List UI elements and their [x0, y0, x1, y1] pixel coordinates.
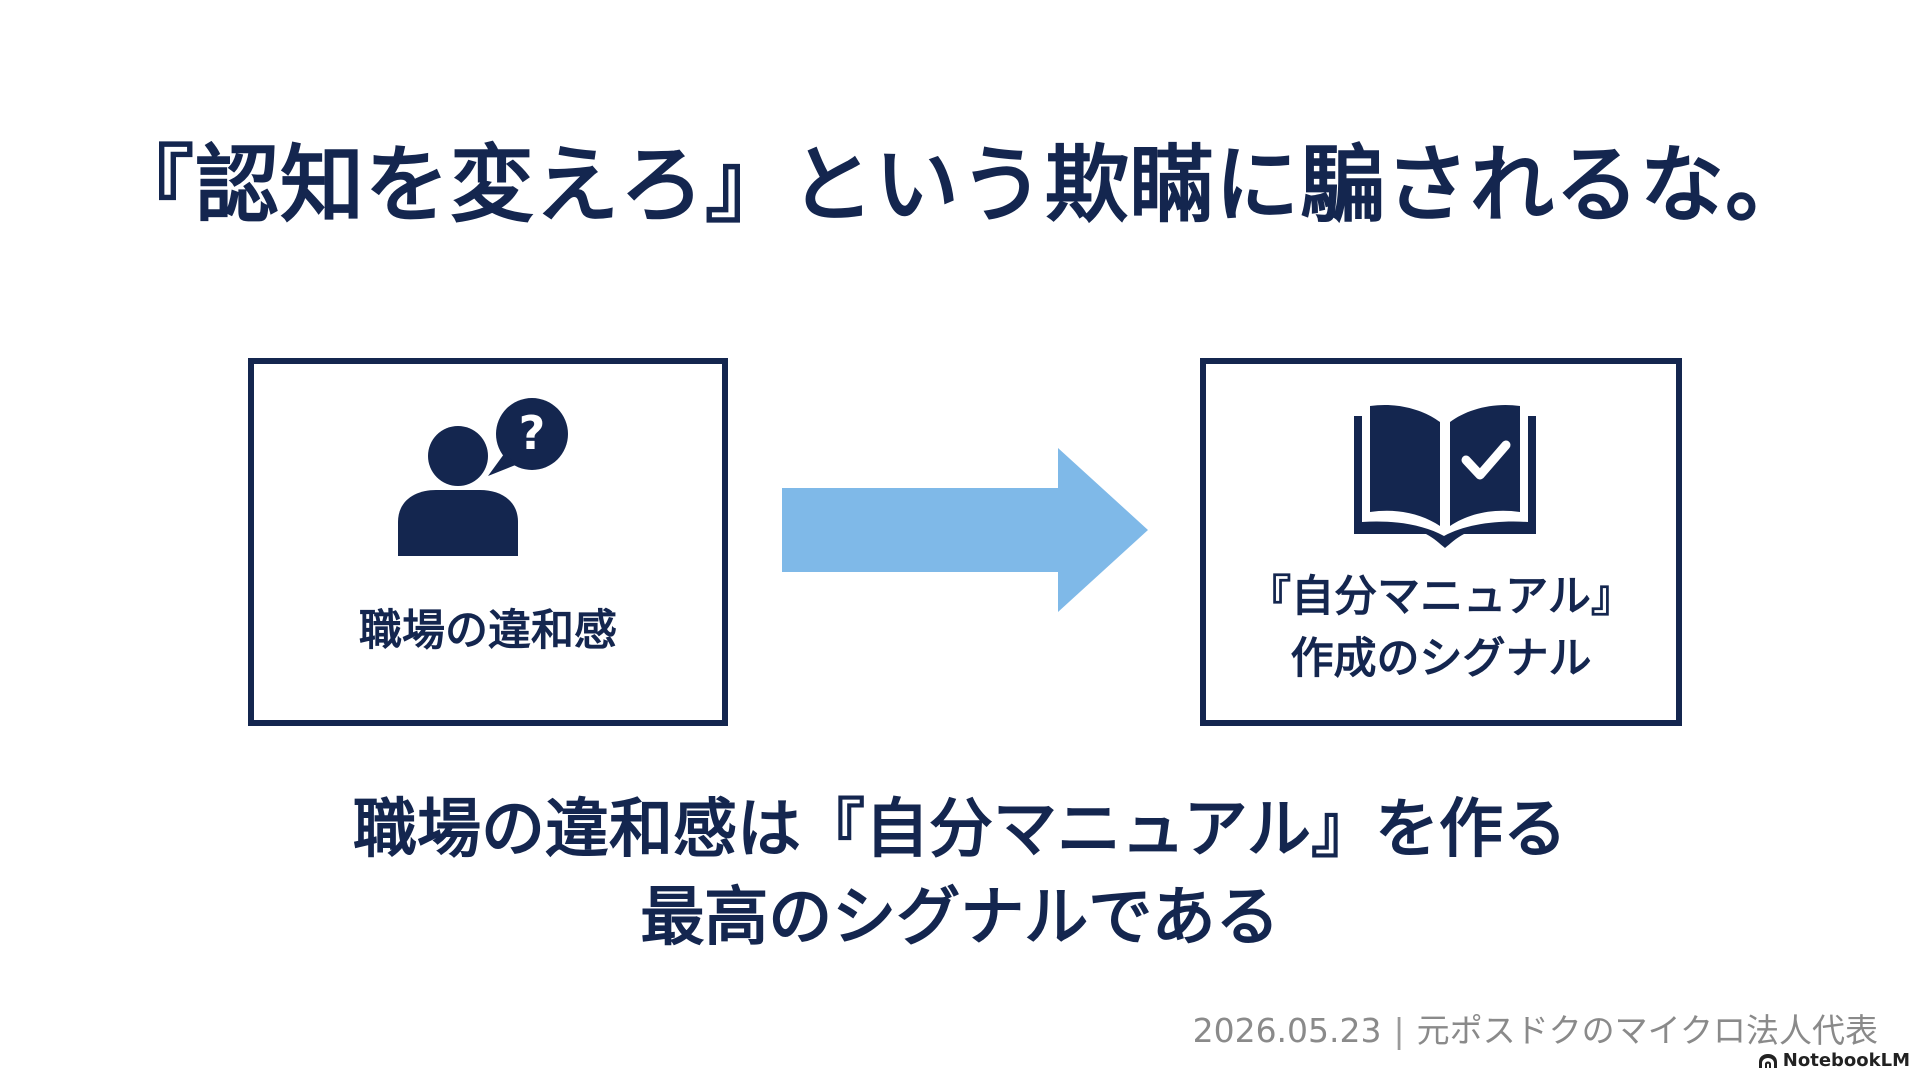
notebooklm-brand: NotebookLM	[1758, 1050, 1910, 1071]
footer-date: 2026.05.23	[1192, 1011, 1382, 1050]
footer-caption: 2026.05.23 | 元ポスドクのマイクロ法人代表	[1193, 1004, 1878, 1052]
conclusion-line2: 最高のシグナルである	[640, 881, 1280, 955]
svg-text:?: ?	[519, 406, 546, 460]
left-box-label: 職場の違和感	[359, 606, 617, 656]
brand-label: NotebookLM	[1782, 1050, 1910, 1071]
workplace-discomfort-box: ? 職場の違和感	[248, 358, 728, 726]
person-question-icon: ?	[398, 398, 568, 556]
right-arrow-icon	[782, 448, 1148, 612]
self-manual-signal-box: 『自分マニュアル』 作成のシグナル	[1200, 358, 1682, 726]
notebooklm-logo-icon	[1758, 1053, 1777, 1068]
right-box-label: 『自分マニュアル』 作成のシグナル	[1206, 566, 1676, 690]
book-check-icon	[1354, 404, 1536, 548]
conclusion-line1: 職場の違和感は『自分マニュアル』を作る	[352, 793, 1568, 867]
footer-author: 元ポスドクのマイクロ法人代表	[1416, 1011, 1878, 1050]
footer-separator: |	[1393, 1011, 1405, 1050]
slide-title: 『認知を変えろ』という欺瞞に騙されるな。	[109, 136, 1810, 234]
right-box-label-line2: 作成のシグナル	[1290, 634, 1592, 684]
right-box-label-line1: 『自分マニュアル』	[1248, 572, 1634, 622]
